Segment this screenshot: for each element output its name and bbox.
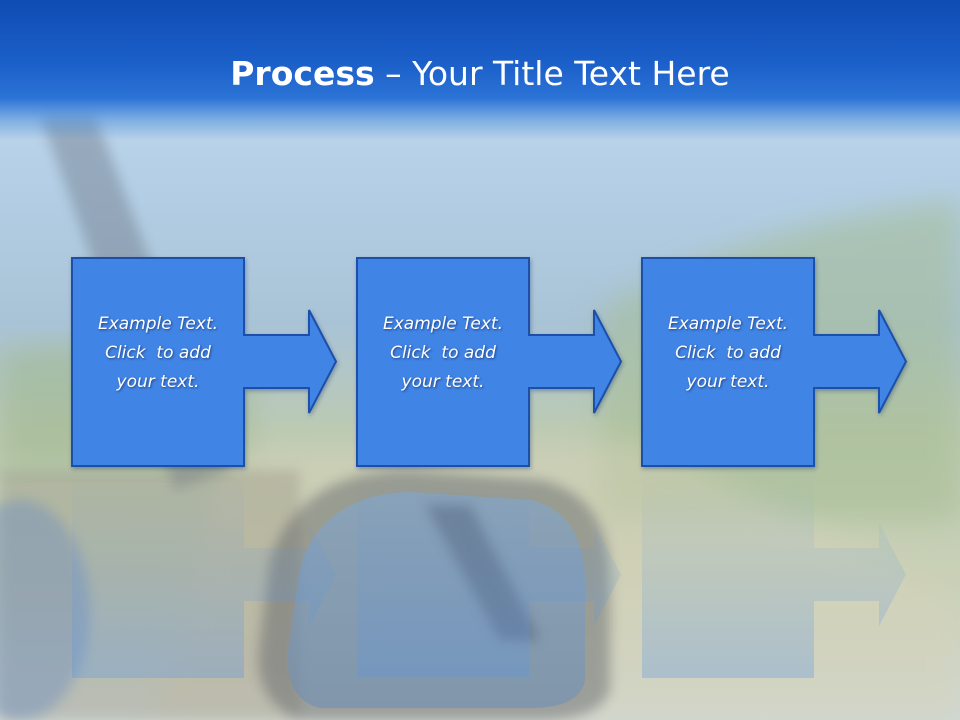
title-bold: Process xyxy=(230,54,375,93)
step-text-line: your text. xyxy=(401,372,485,392)
step-reflection xyxy=(72,470,336,678)
process-step-arrow[interactable] xyxy=(641,257,908,467)
page-title: Process – Your Title Text Here xyxy=(0,50,960,98)
step-text-line: Example Text. xyxy=(667,314,789,334)
title-rest: – Your Title Text Here xyxy=(374,54,730,93)
step-text-line: Click to add xyxy=(675,343,781,363)
step-text-line: Example Text. xyxy=(97,314,219,334)
process-step-arrow[interactable] xyxy=(71,257,338,467)
process-step-text[interactable]: Example Text. Click to add your text. xyxy=(642,310,814,397)
header-band xyxy=(0,0,960,140)
step-reflection xyxy=(642,470,906,678)
process-step-arrow[interactable] xyxy=(356,257,623,467)
step-text-line: Click to add xyxy=(390,343,496,363)
process-step-text[interactable]: Example Text. Click to add your text. xyxy=(357,310,529,397)
process-step-text[interactable]: Example Text. Click to add your text. xyxy=(72,310,244,397)
step-text-line: your text. xyxy=(116,372,200,392)
step-text-line: your text. xyxy=(686,372,770,392)
step-text-line: Click to add xyxy=(105,343,211,363)
step-reflection xyxy=(357,470,621,678)
step-text-line: Example Text. xyxy=(382,314,504,334)
